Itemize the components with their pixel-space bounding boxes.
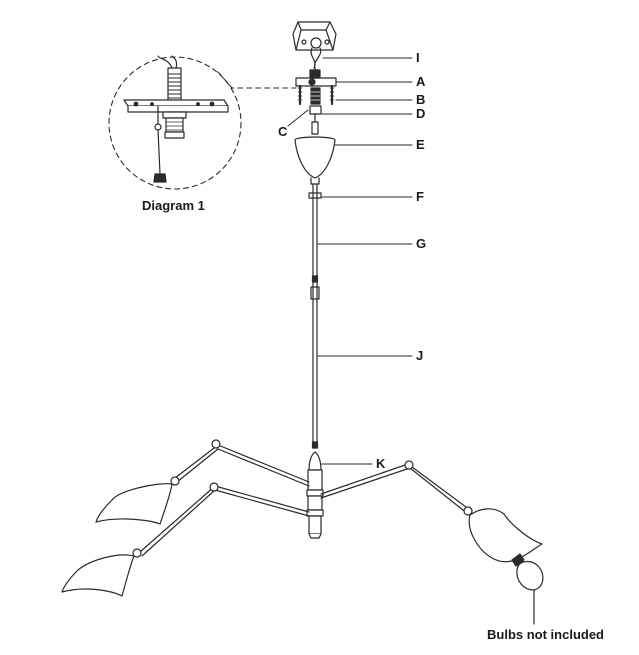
label-part-i: I	[416, 50, 420, 65]
lamp-arms	[132, 439, 473, 558]
bulb-icon	[511, 553, 544, 625]
label-part-c: C	[278, 124, 288, 139]
stem-rods	[310, 183, 320, 449]
label-part-j: J	[416, 348, 424, 363]
collar	[308, 192, 322, 199]
inset-caption: Diagram 1	[142, 198, 205, 213]
mounting-hardware	[295, 69, 337, 135]
ceiling-junction-box	[292, 21, 337, 71]
label-part-f: F	[416, 189, 424, 204]
label-part-b: B	[416, 92, 426, 107]
label-part-k: K	[376, 456, 386, 471]
inset-diagram-1	[108, 55, 297, 190]
bulb-note: Bulbs not included	[487, 627, 604, 642]
label-part-d: D	[416, 106, 426, 121]
label-part-e: E	[416, 137, 425, 152]
center-hub	[306, 451, 324, 539]
label-part-a: A	[416, 74, 426, 89]
canopy	[294, 136, 336, 185]
lamp-shades	[61, 483, 543, 597]
leader-lines	[287, 57, 413, 465]
label-part-g: G	[416, 236, 427, 251]
